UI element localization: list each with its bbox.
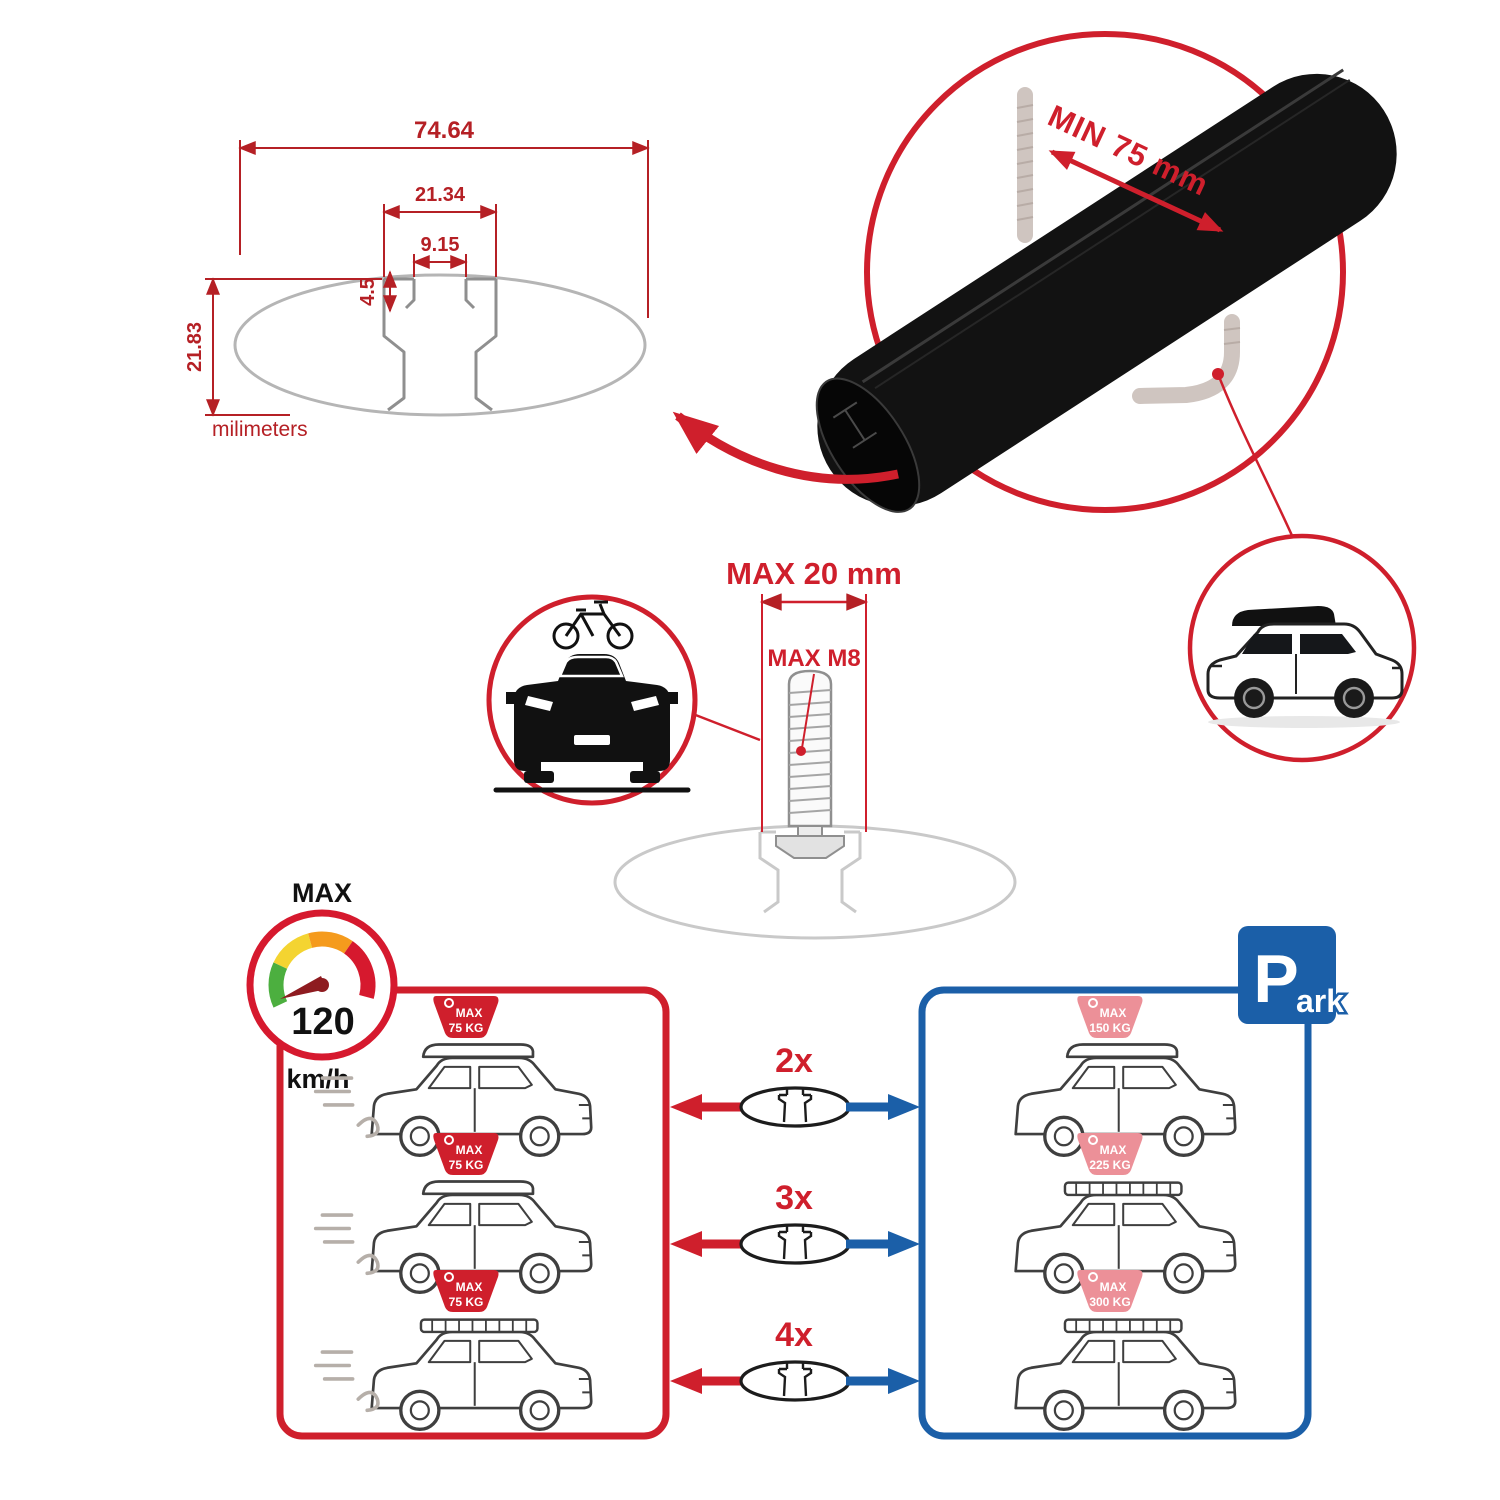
bar-count-label-2: 3x — [775, 1179, 813, 1217]
crossbar-dimension-drawing: 74.64 21.34 9.15 4.5 21.83 milimeters — [184, 117, 650, 441]
park-sign-rest: ark — [1296, 983, 1344, 1019]
suv-illustration — [1206, 606, 1404, 728]
left-arrow-shaft — [700, 1376, 744, 1386]
bar-section-icon-3 — [739, 1360, 851, 1402]
units-label: milimeters — [212, 418, 308, 441]
bolt-max-length-label: MAX 20 mm — [726, 556, 902, 591]
load-tag-driving-3: MAX 75 KG — [433, 1270, 499, 1312]
car-front-icon — [493, 654, 691, 793]
load-tag-driving-1: MAX 75 KG — [433, 996, 499, 1038]
bar-count-label-1: 2x — [775, 1042, 813, 1080]
parked-cars: MAX 150 KG MAX 225 KG MAX 300 KG — [1013, 996, 1237, 1432]
right-arrow-head — [888, 1368, 920, 1394]
load-tag-parked-1: MAX 150 KG — [1077, 996, 1143, 1038]
dim-channel-width: 21.34 — [415, 184, 466, 206]
bike-icon — [552, 600, 634, 650]
tag-max-label: MAX — [1100, 1143, 1127, 1157]
park-sign-initial: P — [1253, 941, 1298, 1017]
gauge-arc — [268, 931, 376, 1008]
right-arrow-shaft — [846, 1102, 890, 1112]
speed-limit-gauge: MAX 120 km/h — [246, 878, 398, 1094]
speed-max-label: MAX — [292, 878, 352, 908]
bolt-callout-dot — [796, 746, 806, 756]
tag-max-label: MAX — [456, 1006, 483, 1020]
gray-slot-profile — [758, 830, 862, 914]
tag-weight: 75 KG — [449, 1295, 484, 1309]
bar-count-rows: 2x 3x 4x — [670, 1042, 920, 1402]
tag-weight: 150 KG — [1089, 1021, 1130, 1035]
min-span-arrow — [1048, 149, 1224, 233]
dim-slot-width: 9.15 — [421, 234, 460, 256]
roof-cargo-box — [1232, 606, 1336, 626]
park-sign: P ark — [1238, 926, 1347, 1024]
t-slot-profile — [382, 277, 498, 412]
load-tag-driving-2: MAX 75 KG — [433, 1133, 499, 1175]
bar-section-icon-1 — [739, 1086, 851, 1128]
tag-weight: 75 KG — [449, 1021, 484, 1035]
dim-total-width: 74.64 — [414, 117, 475, 144]
dim-lip-height: 4.5 — [357, 278, 379, 306]
callout-line-to-bolt — [692, 712, 761, 742]
tag-weight: 300 KG — [1089, 1295, 1130, 1309]
gauge-hub — [315, 978, 329, 992]
bar-count-label-3: 4x — [775, 1316, 813, 1354]
left-arrow-shaft — [700, 1239, 744, 1249]
right-arrow-shaft — [846, 1239, 890, 1249]
speed-value: 120 — [291, 1001, 354, 1043]
right-arrow-head — [888, 1231, 920, 1257]
load-tag-parked-3: MAX 300 KG — [1077, 1270, 1143, 1312]
car-bike-view — [486, 594, 761, 806]
pointer-arrow-to-drawing — [672, 411, 899, 484]
dim-total-height: 21.83 — [184, 322, 206, 372]
gauge-needle — [280, 976, 327, 999]
bolt-max-thread-label: MAX M8 — [767, 645, 860, 672]
bar-cross-section-outline — [233, 273, 647, 417]
left-arrow-shaft — [700, 1102, 744, 1112]
tag-weight: 225 KG — [1089, 1158, 1130, 1172]
suv-roofbox-view — [1187, 533, 1417, 763]
tag-max-label: MAX — [456, 1143, 483, 1157]
dimension-lines — [205, 140, 650, 417]
left-arrow-head — [670, 1094, 702, 1120]
driving-cars: MAX 75 KG MAX 75 KG MAX 75 KG — [313, 996, 593, 1432]
tag-weight: 75 KG — [449, 1158, 484, 1172]
right-arrow-head — [888, 1094, 920, 1120]
bar-section-icon-2 — [739, 1223, 851, 1265]
t-bolt — [775, 669, 845, 859]
bolt-spec: MAX 20 mm MAX M8 — [613, 556, 1017, 940]
tag-max-label: MAX — [1100, 1006, 1127, 1020]
u-bolt-threads — [1223, 327, 1241, 345]
callout-line-to-suv — [1216, 373, 1296, 541]
left-arrow-head — [670, 1231, 702, 1257]
tag-max-label: MAX — [456, 1280, 483, 1294]
bar-detail-view: MIN 75 mm — [672, 31, 1397, 541]
tag-max-label: MAX — [1100, 1280, 1127, 1294]
load-tag-parked-2: MAX 225 KG — [1077, 1133, 1143, 1175]
left-arrow-head — [670, 1368, 702, 1394]
bolt-dimension-lines — [759, 593, 869, 832]
right-arrow-shaft — [846, 1376, 890, 1386]
